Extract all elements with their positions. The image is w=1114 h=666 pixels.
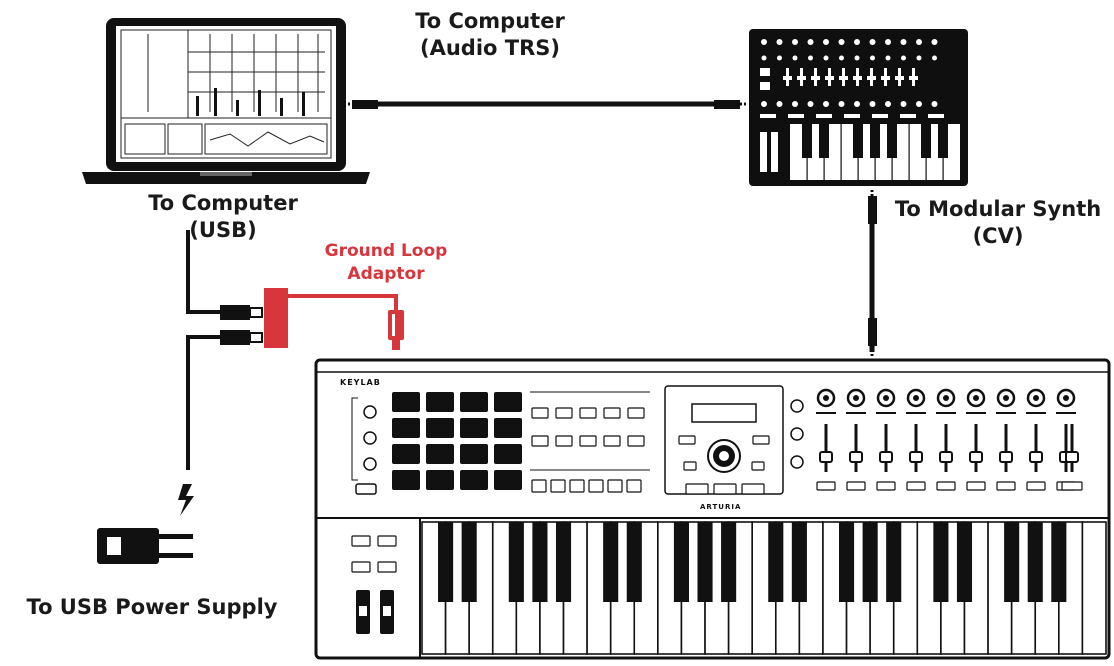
midi-controller-illustration xyxy=(314,358,1111,660)
label-usb-power-supply-text: To USB Power Supply xyxy=(26,595,278,619)
ground-loop-adaptor xyxy=(264,288,404,350)
label-ground-loop-adaptor-line2: Adaptor xyxy=(347,264,425,284)
label-to-computer-audio-line2: (Audio TRS) xyxy=(420,36,560,60)
label-to-modular-synth-line2: (CV) xyxy=(972,224,1024,248)
label-to-computer-usb-line1: To Computer xyxy=(148,191,298,215)
label-usb-power-supply: To USB Power Supply xyxy=(4,594,300,621)
audio-trs-cable xyxy=(342,100,748,109)
controller-logo: KEYLAB xyxy=(340,378,381,387)
label-ground-loop-adaptor-line1: Ground Loop xyxy=(324,241,448,261)
label-ground-loop-adaptor: Ground Loop Adaptor xyxy=(306,240,466,286)
synth-module-illustration xyxy=(749,29,968,186)
cv-cable xyxy=(868,190,877,356)
label-to-modular-synth: To Modular Synth (CV) xyxy=(884,196,1112,250)
usb-cables xyxy=(186,230,263,470)
label-to-computer-audio: To Computer (Audio TRS) xyxy=(400,8,580,62)
laptop-illustration xyxy=(82,18,370,184)
label-to-computer-usb: To Computer (USB) xyxy=(128,190,318,244)
label-to-modular-synth-line1: To Modular Synth xyxy=(894,197,1102,221)
label-to-computer-audio-line1: To Computer xyxy=(415,9,565,33)
label-to-computer-usb-line2: (USB) xyxy=(189,218,257,242)
usb-power-supply-illustration xyxy=(97,484,194,564)
controller-brand: ARTURIA xyxy=(700,503,742,511)
